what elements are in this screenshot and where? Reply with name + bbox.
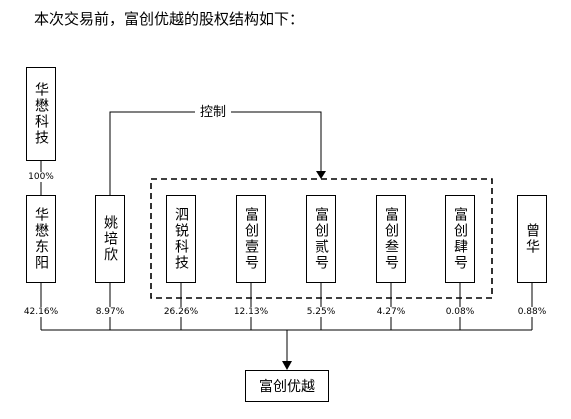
stake-label: 5.25% [304, 307, 338, 317]
shareholder-name: 富创叁号 [383, 207, 399, 271]
target-company-box: 富创优越 [245, 370, 329, 402]
shareholder-box: 曾华 [517, 195, 547, 283]
shareholder-name: 曾华 [524, 223, 540, 255]
shareholder-box: 富创贰号 [306, 195, 336, 283]
control-line [109, 111, 322, 195]
shareholder-box: 富创叁号 [376, 195, 406, 283]
stake-label: 12.13% [231, 307, 271, 317]
intro-text: 本次交易前，富创优越的股权结构如下： [34, 10, 305, 28]
stake-label: 0.08% [443, 307, 477, 317]
shareholder-box: 富创壹号 [236, 195, 266, 283]
shareholder-box: 华懋东阳 [26, 195, 56, 283]
stake-label: 0.88% [515, 307, 549, 317]
parent-company-box: 华懋科技 [26, 67, 56, 161]
shareholder-box: 姚培欣 [95, 195, 125, 283]
shareholder-name: 姚培欣 [102, 215, 118, 263]
shareholder-stems [40, 283, 533, 330]
shareholder-name: 泗锐科技 [173, 207, 189, 271]
control-arrowhead [316, 171, 326, 179]
stake-label: 8.97% [93, 307, 127, 317]
shareholder-name: 富创肆号 [452, 207, 468, 271]
target-arrowhead [282, 361, 292, 370]
shareholder-box: 泗锐科技 [166, 195, 196, 283]
shareholder-name: 富创贰号 [313, 207, 329, 271]
parent-stake-label: 100% [26, 172, 56, 182]
stake-label: 4.27% [374, 307, 408, 317]
stake-label: 42.16% [21, 307, 61, 317]
control-label: 控制 [195, 101, 232, 120]
parent-company-name: 华懋科技 [33, 82, 49, 146]
shareholder-name: 华懋东阳 [33, 207, 49, 271]
stake-label: 26.26% [161, 307, 201, 317]
shareholder-name: 富创壹号 [243, 207, 259, 271]
shareholder-box: 富创肆号 [445, 195, 475, 283]
target-company-name: 富创优越 [259, 379, 315, 395]
